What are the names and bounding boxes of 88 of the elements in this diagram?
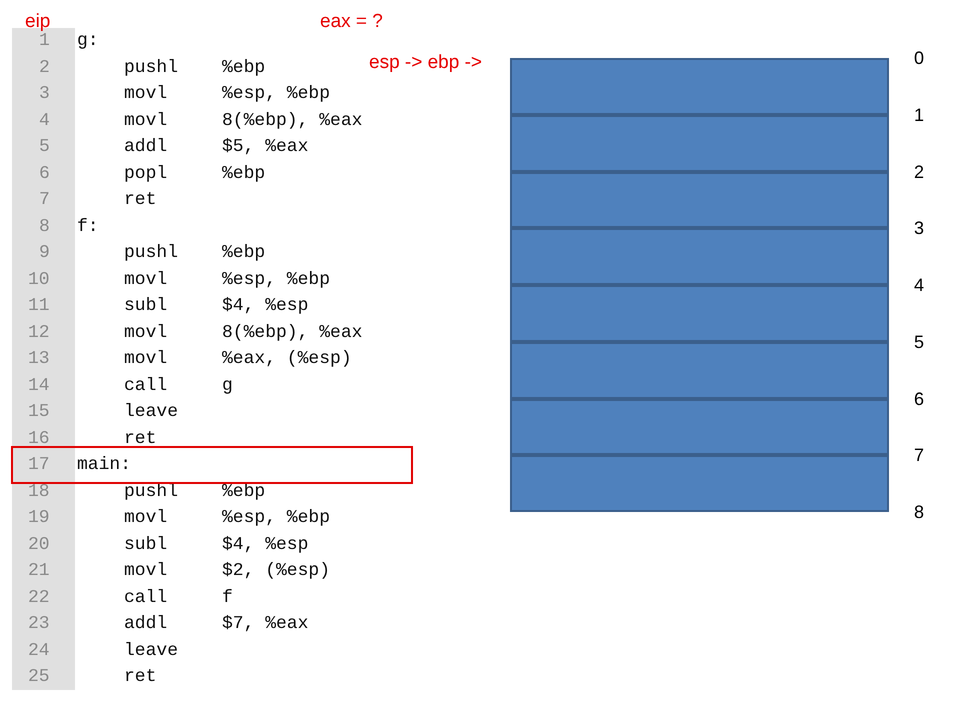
instruction-mnemonic: addl <box>124 137 168 157</box>
instruction-operands: %ebp <box>222 243 266 263</box>
instruction-mnemonic: ret <box>124 667 156 687</box>
line-number: 24 <box>28 640 50 660</box>
code-label: f: <box>77 216 99 236</box>
stack-offset-number: 1 <box>914 104 924 126</box>
stack-offset-number: 0 <box>914 47 924 69</box>
instruction-mnemonic: pushl <box>124 482 178 502</box>
stack-cell <box>510 172 889 228</box>
line-number: 3 <box>39 84 50 104</box>
stack-cell <box>510 455 889 512</box>
line-number: 17 <box>28 455 50 475</box>
code-label: main: <box>77 455 132 475</box>
stack-cell <box>510 398 889 456</box>
instruction-mnemonic: movl <box>124 110 168 130</box>
line-number: 1 <box>39 31 50 51</box>
line-number: 16 <box>28 428 50 448</box>
code-label: g: <box>77 31 99 51</box>
instruction-operands: 8(%ebp), %eax <box>222 322 362 342</box>
instruction-operands: %esp, %ebp <box>222 84 330 104</box>
line-number: 19 <box>28 508 50 528</box>
instruction-mnemonic: ret <box>124 428 156 448</box>
stack-cell <box>510 342 889 398</box>
stack-offset-number: 2 <box>914 160 924 182</box>
line-number: 18 <box>28 482 50 502</box>
instruction-mnemonic: subl <box>124 534 168 554</box>
instruction-mnemonic: ret <box>124 190 156 210</box>
stack-offset-number: 8 <box>914 501 924 523</box>
instruction-operands: $4, %esp <box>222 534 308 554</box>
instruction-operands: $7, %eax <box>222 614 308 634</box>
line-number: 6 <box>39 164 50 184</box>
register-annotation: eax = ? <box>320 11 383 33</box>
line-number: 23 <box>28 614 50 634</box>
stack-offset-number: 5 <box>914 330 924 353</box>
instruction-mnemonic: leave <box>124 402 178 422</box>
instruction-mnemonic: movl <box>124 349 168 369</box>
highlight-box <box>11 446 413 484</box>
instruction-operands: %esp, %ebp <box>222 508 330 528</box>
register-annotation: esp -> ebp -> <box>369 52 482 74</box>
line-number: 2 <box>39 58 50 78</box>
line-number: 20 <box>28 534 50 554</box>
stack-cell <box>510 285 889 342</box>
instruction-operands: %eax, (%esp) <box>222 349 352 369</box>
stack-offset-number: 4 <box>914 274 924 296</box>
instruction-operands: $4, %esp <box>222 296 308 316</box>
line-number: 21 <box>28 561 50 581</box>
line-number: 10 <box>28 270 50 290</box>
line-number: 4 <box>39 110 50 130</box>
instruction-operands: f <box>222 588 233 608</box>
line-number: 12 <box>28 322 50 342</box>
instruction-operands: %ebp <box>222 58 266 78</box>
stack-offset-number: 3 <box>914 217 924 240</box>
instruction-mnemonic: movl <box>124 561 168 581</box>
stack-cell <box>510 58 889 115</box>
instruction-mnemonic: movl <box>124 84 168 104</box>
instruction-mnemonic: pushl <box>124 243 178 263</box>
instruction-mnemonic: leave <box>124 640 178 660</box>
register-annotation: eip <box>25 11 50 33</box>
line-number: 14 <box>28 376 50 396</box>
line-number: 13 <box>28 349 50 369</box>
line-number: 9 <box>39 243 50 263</box>
line-number: 5 <box>39 137 50 157</box>
line-number: 7 <box>39 190 50 210</box>
instruction-mnemonic: call <box>124 376 168 396</box>
stack-offset-number: 7 <box>914 444 924 466</box>
line-number: 15 <box>28 402 50 422</box>
instruction-operands: $2, (%esp) <box>222 561 330 581</box>
instruction-mnemonic: pushl <box>124 58 178 78</box>
instruction-operands: $5, %eax <box>222 137 308 157</box>
instruction-operands: %ebp <box>222 164 266 184</box>
instruction-mnemonic: movl <box>124 322 168 342</box>
stack-cell <box>510 114 889 172</box>
instruction-operands: %ebp <box>222 482 266 502</box>
instruction-mnemonic: popl <box>124 164 168 184</box>
stack-cell <box>510 228 889 285</box>
line-number: 11 <box>28 296 50 316</box>
instruction-mnemonic: call <box>124 588 168 608</box>
instruction-operands: %esp, %ebp <box>222 270 330 290</box>
instruction-mnemonic: addl <box>124 614 168 634</box>
line-number: 22 <box>28 588 50 608</box>
stack-offset-number: 6 <box>914 388 924 410</box>
line-number: 25 <box>28 667 50 687</box>
instruction-operands: g <box>222 376 233 396</box>
instruction-mnemonic: movl <box>124 508 168 528</box>
instruction-mnemonic: movl <box>124 270 168 290</box>
line-number: 8 <box>39 216 50 236</box>
instruction-mnemonic: subl <box>124 296 168 316</box>
instruction-operands: 8(%ebp), %eax <box>222 110 362 130</box>
